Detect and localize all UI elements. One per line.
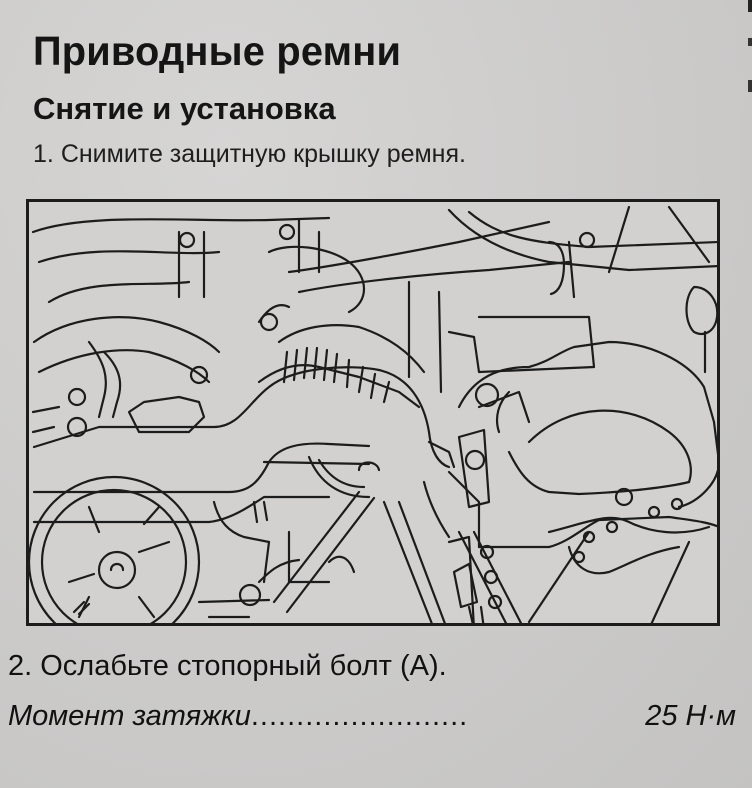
dot-leader: ........................: [250, 700, 469, 732]
step-1-number: 1.: [33, 140, 54, 168]
engine-line-drawing: [29, 205, 717, 623]
step-2-text: Ослабьте стопорный болт (A).: [40, 650, 447, 682]
page-edge-shadow: [748, 0, 752, 140]
torque-spec-row: Момент затяжки ........................ …: [8, 700, 736, 733]
page-title: Приводные ремни: [33, 28, 402, 74]
torque-label: Момент затяжки: [8, 700, 251, 732]
step-1-text: Снимите защитную крышку ремня.: [60, 140, 466, 168]
step-2: 2. Ослабьте стопорный болт (A).: [8, 650, 447, 683]
section-subtitle: Снятие и установка: [33, 91, 336, 126]
step-1: 1. Снимите защитную крышку ремня.: [33, 140, 466, 169]
engine-diagram: [26, 199, 720, 626]
step-2-number: 2.: [8, 650, 33, 682]
torque-value: 25 Н·м: [645, 700, 736, 732]
